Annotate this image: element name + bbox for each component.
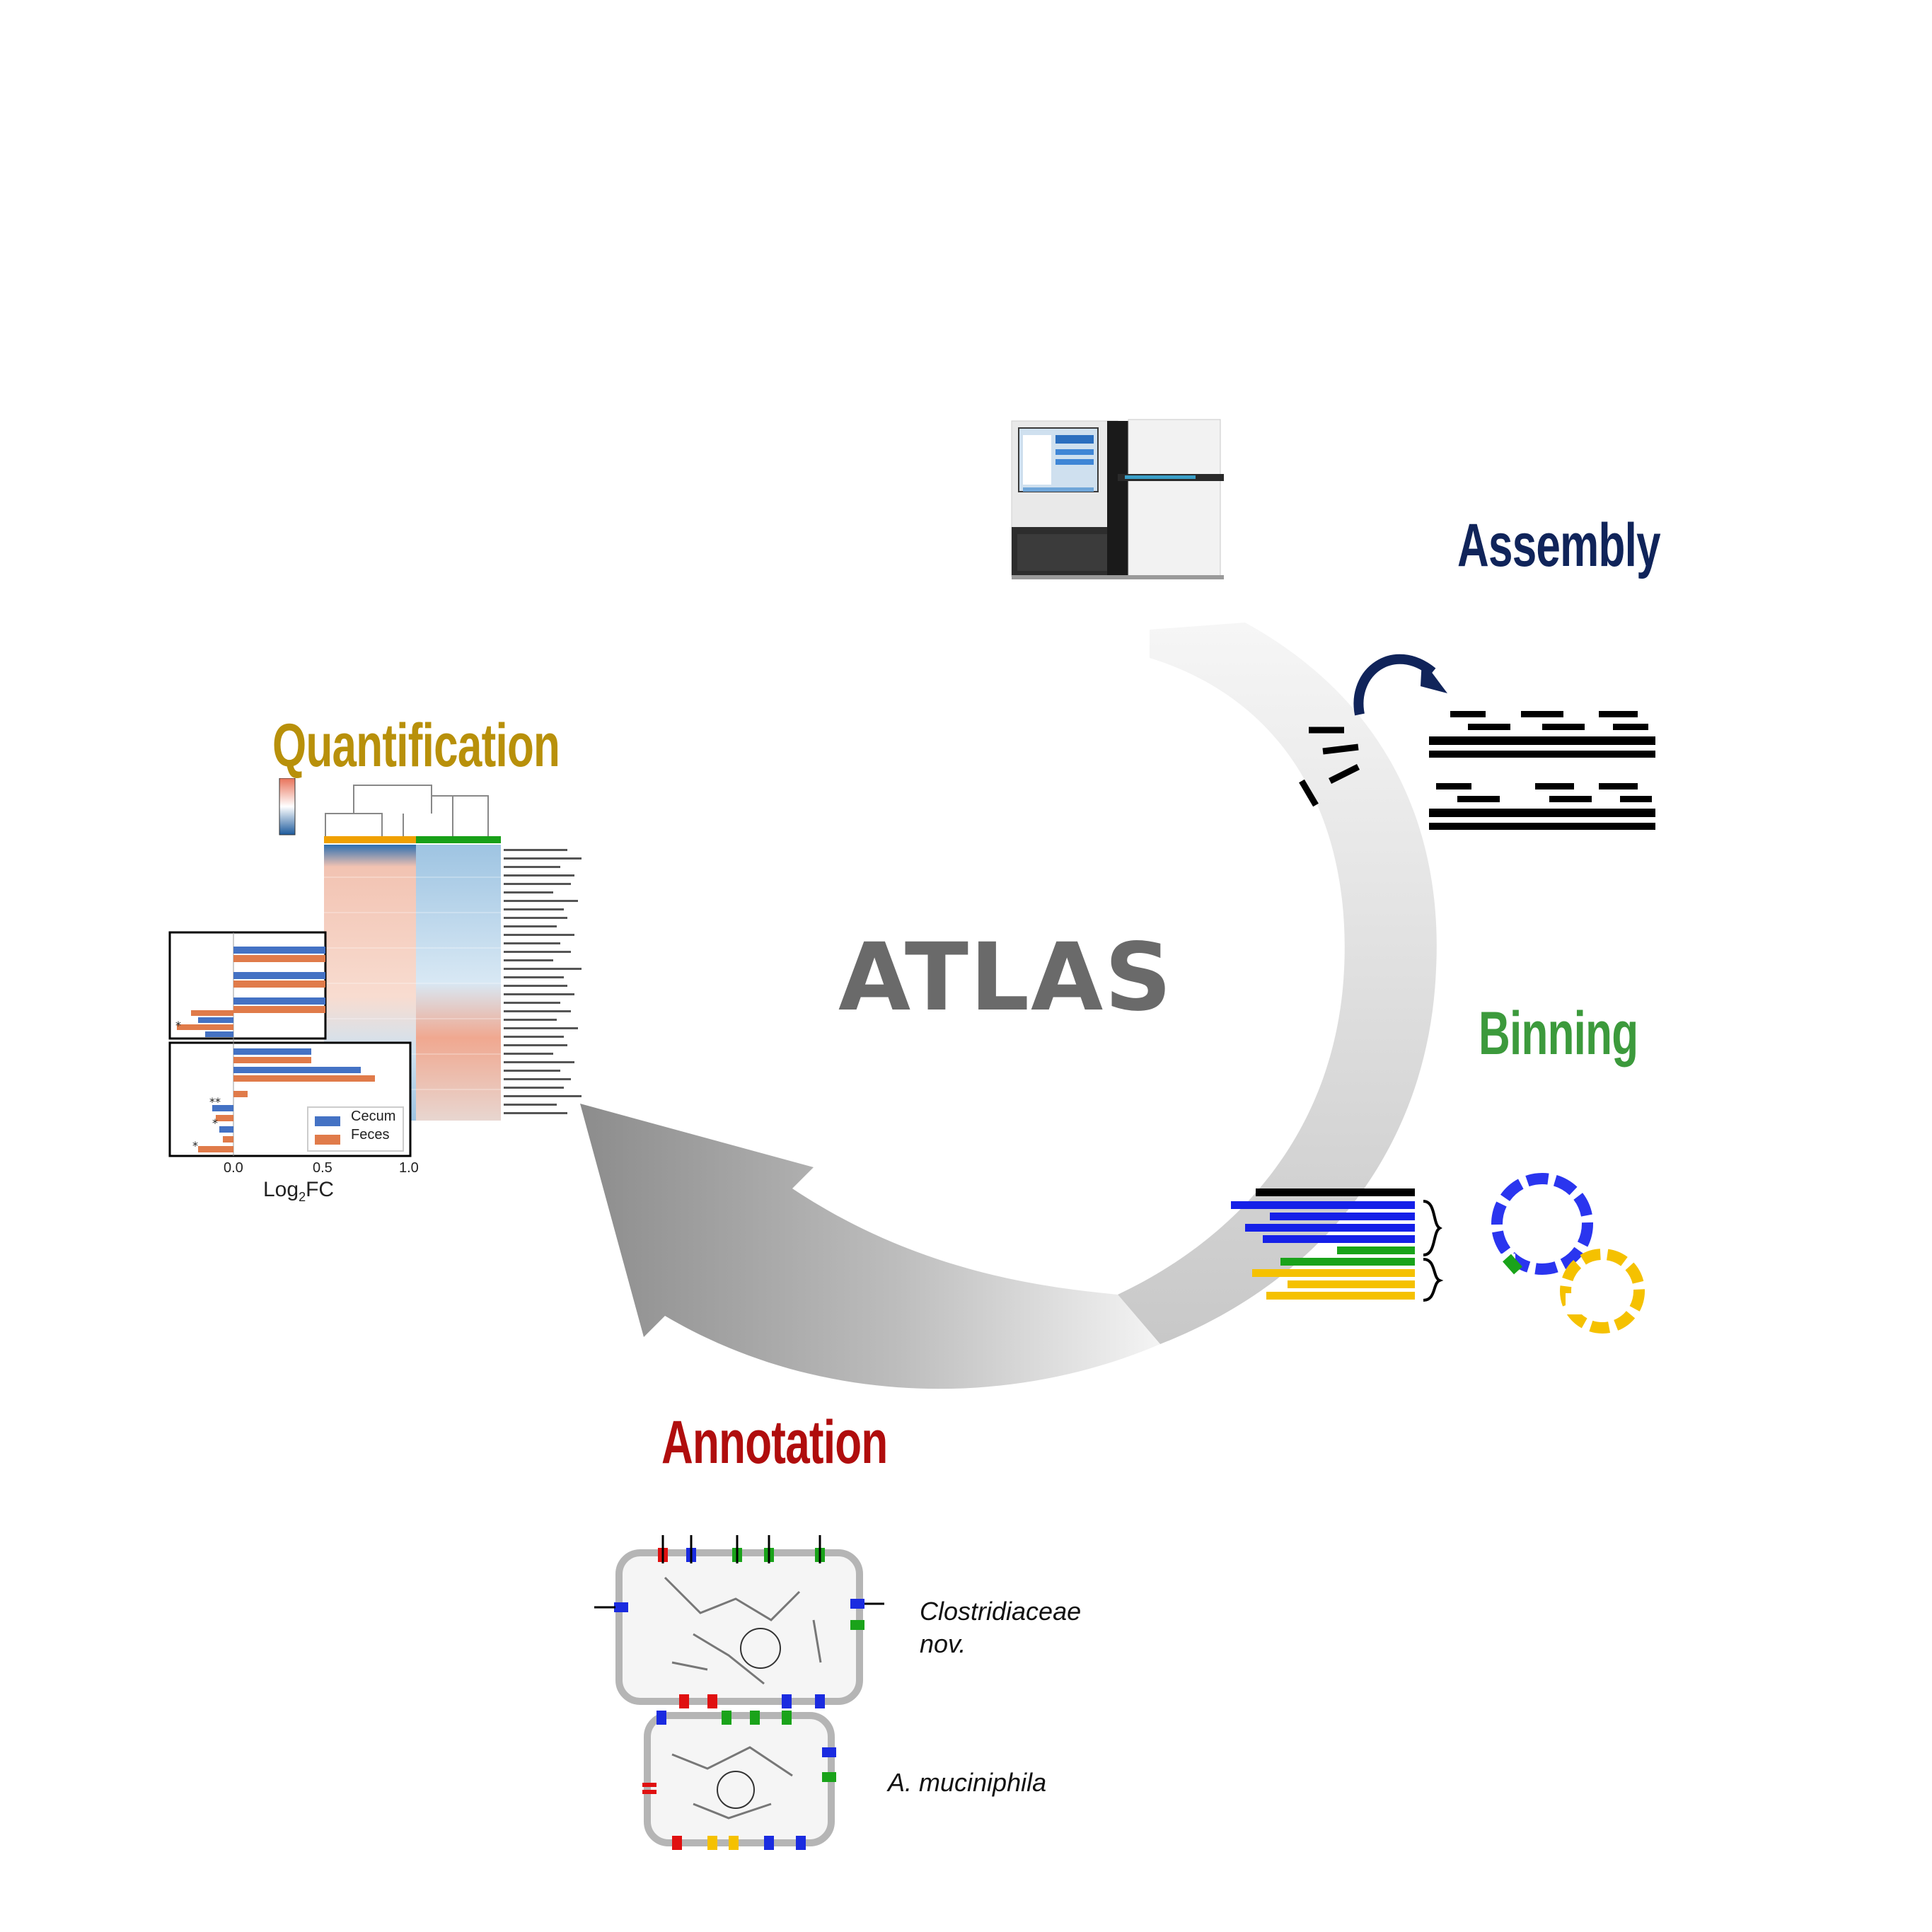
log2fc-bar-panels [168,931,412,1157]
x-tick: 0.5 [313,1160,332,1176]
legend-label-cecum: Cecum [351,1109,396,1124]
heatmap-icon [279,778,582,1121]
contig-top [1429,711,1655,758]
legend-label-feces: Feces [351,1127,390,1143]
legend-swatch-cecum [315,1116,340,1126]
binned-contigs-icon [1231,1188,1444,1302]
step-title-quantification: Quantification [272,712,560,780]
reads-icon [1299,727,1360,807]
organism-label-nov: nov. [920,1629,966,1658]
step-title-assembly: Assembly [1457,511,1661,579]
bins-icon [1491,1173,1645,1334]
bars-bottom [198,1048,375,1152]
legend-swatch-feces [315,1135,340,1145]
significance-mark: * [192,1139,198,1152]
significance-mark: * [212,1116,218,1130]
x-axis-label-base: Log [263,1178,299,1201]
cell-akkermansia [642,1711,836,1850]
contig-bottom [1429,783,1655,830]
x-axis-label: Log2FC [263,1178,334,1205]
x-tick: 0.0 [224,1160,243,1176]
assembly-arrow-icon [1353,654,1447,716]
step-title-annotation: Annotation [661,1408,888,1476]
page-title: ATLAS [838,923,1174,1032]
legend-box [307,1106,404,1152]
metabolic-map-icon [594,1535,884,1850]
x-axis-label-suffix: FC [306,1178,335,1201]
heatmap-row-labels [504,849,582,1114]
significance-mark: * [175,1019,181,1032]
cycle-arrow-right [1118,623,1437,1344]
cell-clostridiaceae [594,1535,884,1708]
organism-label-akkermansia: A. muciniphila [888,1768,1047,1797]
sequencer-icon [1011,419,1224,579]
contigs-icon [1429,711,1655,830]
organism-label-clostridiaceae: Clostridiaceae [920,1597,1082,1626]
bars-top [177,947,325,1037]
significance-mark: ** [209,1095,221,1109]
step-title-binning: Binning [1479,1000,1638,1068]
cycle-arrow-head [580,1104,1160,1389]
x-axis-label-sub: 2 [299,1190,306,1204]
x-tick: 1.0 [399,1160,419,1176]
